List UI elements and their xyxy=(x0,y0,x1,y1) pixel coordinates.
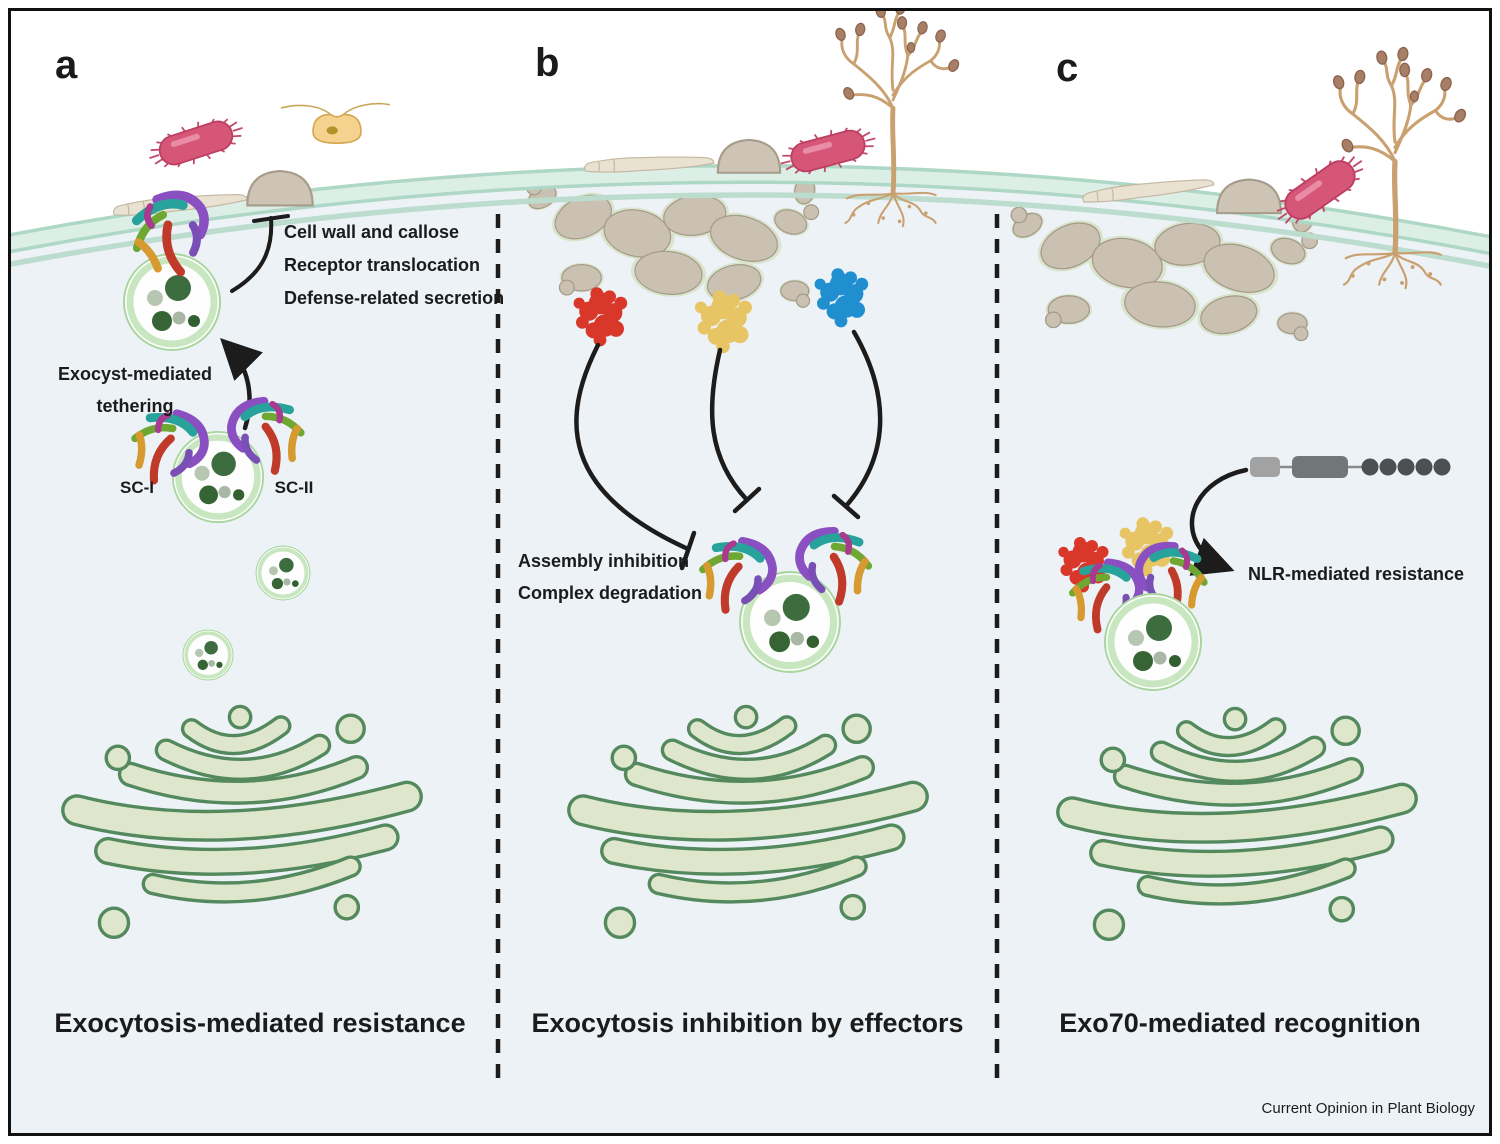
panel-c-art xyxy=(1058,47,1467,940)
panel-b-art xyxy=(574,1,961,937)
secretion-line-3: Defense-related secretion xyxy=(284,288,505,308)
panel-b-caption: Exocytosis inhibition by effectors xyxy=(531,1008,964,1038)
sc2-label: SC-II xyxy=(274,478,314,497)
complex-degradation-label: Complex degradation xyxy=(518,583,703,603)
secretion-line-1: Cell wall and callose xyxy=(284,222,460,242)
tethering-label: Exocyst-mediated tethering xyxy=(40,358,230,422)
secretion-line-2: Receptor translocation xyxy=(284,255,481,275)
nlr-receptor-schematic xyxy=(1250,456,1451,478)
tethering-line-2: tethering xyxy=(96,396,174,416)
inhibition-arrows xyxy=(574,329,883,571)
secretion-outcomes-text: Cell wall and callose Receptor transloca… xyxy=(284,216,504,315)
panel-c-label: c xyxy=(1056,46,1079,90)
recognition-arrow xyxy=(1189,467,1249,576)
panel-a-caption: Exocytosis-mediated resistance xyxy=(54,1008,466,1038)
panel-b-label: b xyxy=(535,41,560,85)
panel-a-art xyxy=(77,102,407,938)
tethering-line-1: Exocyst-mediated xyxy=(57,364,213,384)
panel-a-label: a xyxy=(55,43,78,87)
plasma-membrane xyxy=(11,164,1489,269)
journal-credit: Current Opinion in Plant Biology xyxy=(1261,1100,1475,1117)
nlr-resistance-label: NLR-mediated resistance xyxy=(1248,564,1465,584)
sc1-label: SC-I xyxy=(120,478,154,497)
assembly-inhibition-label: Assembly inhibition xyxy=(518,551,690,571)
panel-c-caption: Exo70-mediated recognition xyxy=(1059,1008,1421,1038)
